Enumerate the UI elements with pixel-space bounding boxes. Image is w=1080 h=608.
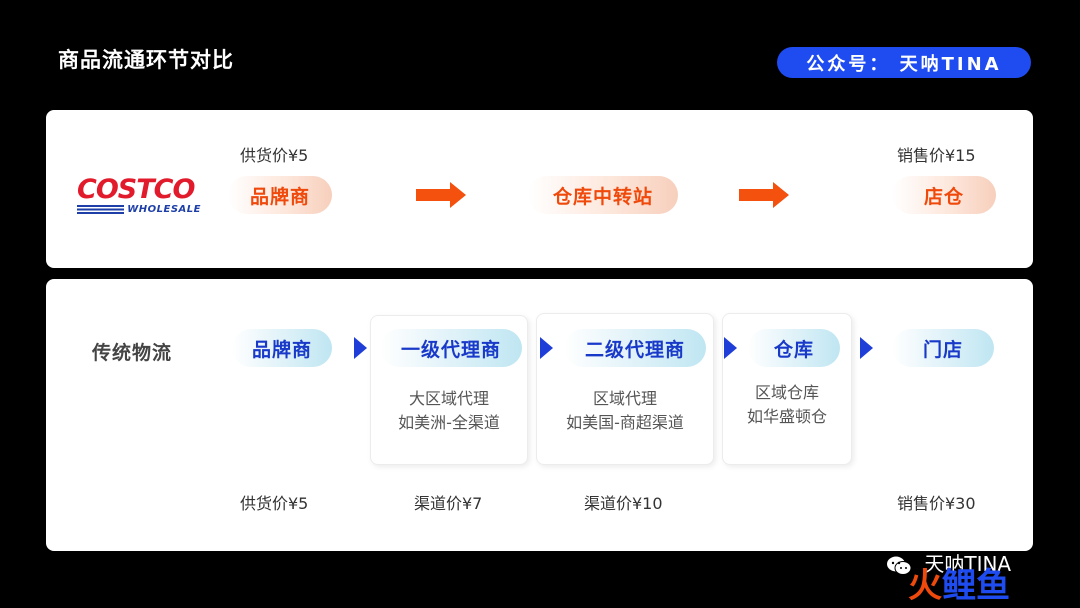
traditional-supply-price: 供货价¥5 <box>240 494 309 513</box>
level1-description: 大区域代理 如美洲-全渠道 <box>398 389 500 432</box>
watermark-text: 天呐TINA <box>924 552 1012 576</box>
costco-logo-wordmark: COSTCO <box>77 174 195 205</box>
costco-logo: COSTCO WHOLESALE <box>77 176 201 215</box>
wechat-icon <box>887 556 912 575</box>
page-title: 商品流通环节对比 <box>58 48 234 72</box>
blue-arrow-icon <box>540 337 553 359</box>
costco-sale-price: 销售价¥15 <box>897 146 976 165</box>
traditional-sale-price: 销售价¥30 <box>897 494 976 513</box>
blue-arrow-icon <box>860 337 873 359</box>
orange-arrow-icon <box>739 182 789 208</box>
level1-channel-price: 渠道价¥7 <box>414 494 483 513</box>
traditional-step-warehouse: 仓库 <box>748 329 840 367</box>
costco-logo-subtitle: WHOLESALE <box>127 204 201 215</box>
costco-supply-price: 供货价¥5 <box>240 146 309 165</box>
account-badge: 公众号： 天呐TINA <box>777 47 1031 78</box>
traditional-step-level1: 一级代理商 <box>380 329 522 367</box>
traditional-label: 传统物流 <box>92 342 173 364</box>
level2-description: 区域代理 如美国-商超渠道 <box>566 389 684 432</box>
warehouse-description: 区域仓库 如华盛顿仓 <box>746 383 827 426</box>
traditional-step-brand: 品牌商 <box>232 329 332 367</box>
costco-step-warehouse: 仓库中转站 <box>528 176 678 214</box>
costco-step-brand: 品牌商 <box>228 176 332 214</box>
orange-arrow-icon <box>416 182 466 208</box>
traditional-step-store: 门店 <box>892 329 994 367</box>
traditional-panel: 传统物流 品牌商 一级代理商 二级代理商 仓库 门店 大区域代理 如美洲-全渠道… <box>46 279 1033 551</box>
traditional-step-level2: 二级代理商 <box>564 329 706 367</box>
blue-arrow-icon <box>724 337 737 359</box>
costco-step-store: 店仓 <box>892 176 996 214</box>
watermark: 天呐TINA <box>886 548 1011 577</box>
logo-stripes-icon <box>77 205 125 214</box>
level2-channel-price: 渠道价¥10 <box>584 494 663 513</box>
watermark-logo: 火鲤鱼 <box>908 566 1010 606</box>
costco-panel: COSTCO WHOLESALE 供货价¥5 销售价¥15 品牌商 仓库中转站 … <box>46 110 1033 268</box>
blue-arrow-icon <box>354 337 367 359</box>
